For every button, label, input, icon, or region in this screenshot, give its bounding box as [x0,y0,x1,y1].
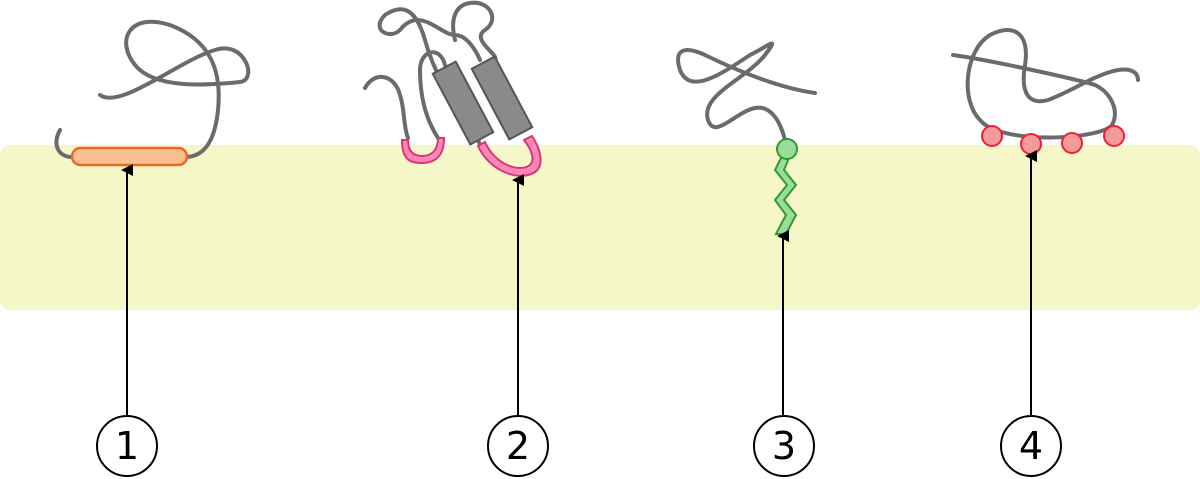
protein-4-chain [951,28,1140,140]
lipid-head-icon [776,138,798,160]
callout-4: 4 [1000,415,1062,477]
charged-residue-4 [1103,125,1125,147]
protein-4-electrostatic [951,28,1140,155]
charged-residue-3 [1061,132,1083,154]
callout-2-label: 2 [506,424,530,468]
protein-3-chain [676,41,817,142]
charged-residue-2 [1020,133,1042,155]
protein-1-chain [54,19,251,160]
hydrophobic-loop-small [400,137,446,165]
charged-residue-1 [981,125,1003,147]
callout-3-label: 3 [772,424,796,468]
transmembrane-helix-right [470,55,534,141]
protein-1-amphipathic-helix [54,19,251,167]
callout-2: 2 [487,415,549,477]
membrane-band [0,145,1200,310]
protein-2-hydrophobic-loops [363,0,542,177]
transmembrane-helix-left [431,60,495,146]
callout-1-label: 1 [115,424,139,468]
protein-3-lipid-anchored [676,41,817,235]
callout-1: 1 [96,415,158,477]
callout-4-label: 4 [1019,424,1043,468]
amphipathic-helix-segment [70,146,189,167]
callout-3: 3 [753,415,815,477]
protein-2-chain [363,0,498,147]
